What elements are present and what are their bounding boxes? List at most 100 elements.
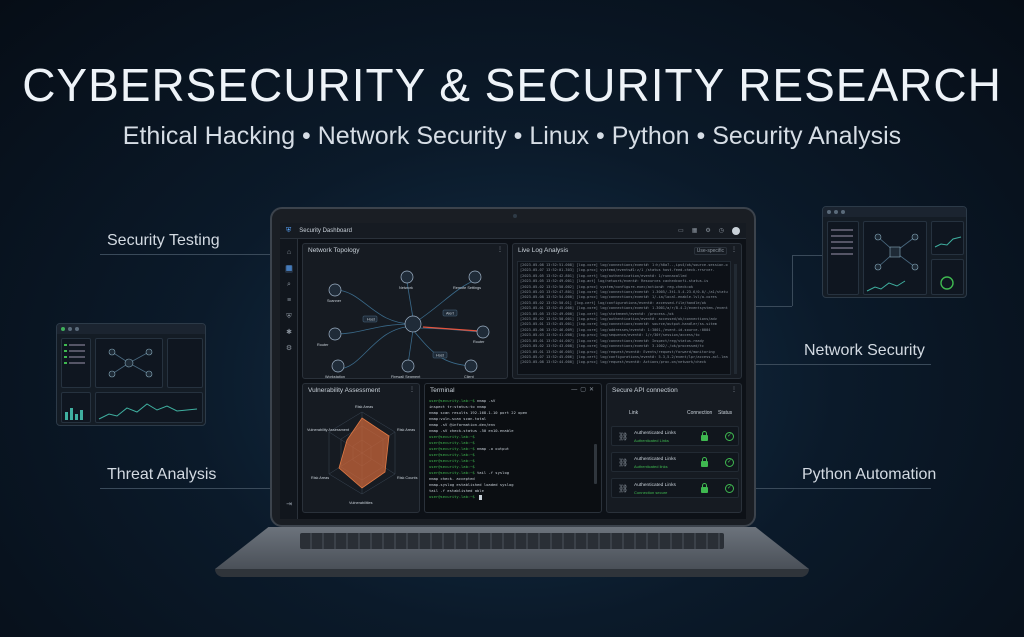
clock-icon[interactable]: ◷ — [718, 228, 724, 234]
scrollbar[interactable] — [594, 444, 597, 484]
mini-network-graphic — [64, 344, 198, 420]
terminal-panel: Terminal —▢✕ user@security-lab:~$ nmap -… — [424, 383, 602, 513]
gear-icon[interactable]: ✱ — [286, 329, 292, 336]
check-icon: ✓ — [725, 484, 734, 493]
node-label: Firewall Segment — [391, 375, 421, 379]
link-status-text: Authenticated links — [634, 464, 668, 469]
log-filter-select[interactable]: Use-specific — [693, 247, 727, 255]
more-icon[interactable]: ⋮ — [731, 247, 737, 253]
settings-icon[interactable]: ⚙ — [705, 228, 711, 234]
terminal-line: tail -f established able — [429, 488, 589, 494]
connector-line — [756, 364, 931, 365]
list-icon[interactable]: ≡ — [286, 297, 292, 304]
log-line: [2023-05-03 13:52:41.008] [log-proc] log… — [520, 333, 700, 338]
terminal-prompt: user@security-lab:~$ — [429, 434, 475, 439]
live-log-panel: Live Log Analysis Use-specific ⋮ [2023-0… — [512, 243, 742, 379]
terminal-prompt: user@security-lab:~$ — [429, 440, 475, 445]
link-icon: ⛓ — [618, 458, 629, 467]
label-network-security: Network Security — [804, 342, 925, 359]
node-label: Remote Settings — [453, 286, 481, 290]
more-icon[interactable]: ⋮ — [497, 247, 503, 253]
node-label: Router — [317, 343, 329, 347]
terminal-command: nmap -sV @information.dev/env — [429, 422, 496, 427]
column-header: Status — [718, 410, 733, 416]
terminal-command: nmap scan results 192.168.1.10 port 22 o… — [429, 410, 528, 415]
terminal-output[interactable]: user@security-lab:~$ nmap -sV inspect tr… — [429, 398, 589, 510]
more-icon[interactable]: ⋮ — [409, 387, 415, 393]
panel-title: Terminal — [430, 387, 455, 394]
log-line: [2023-05-07 13:52:01.303] [log-proc] sys… — [520, 268, 715, 273]
link-name: Authenticated Links — [634, 431, 676, 436]
vulnerability-panel: Vulnerability Assessment ⋮ Risk Areas Ri… — [302, 383, 420, 513]
lock-icon — [701, 457, 708, 467]
connector-line — [756, 306, 792, 307]
scrollbar[interactable] — [734, 264, 737, 374]
terminal-command: tail -f established able — [429, 488, 484, 493]
terminal-command: nmap -sV check-status -50 en10.enable — [429, 428, 514, 433]
app-header: ⛨ Security Dashboard ▭ ▦ ⚙ ◷ — [280, 223, 746, 239]
window-icon[interactable]: ▭ — [678, 228, 684, 234]
terminal-command: nmap-syslog established loaded syslog — [429, 482, 514, 487]
search-icon[interactable]: ⌕ — [287, 281, 291, 288]
keyboard — [300, 533, 724, 549]
laptop-base-edge — [215, 569, 809, 577]
home-icon[interactable]: ⌂ — [286, 249, 292, 256]
panel-title: Live Log Analysis — [518, 247, 569, 254]
grid-icon[interactable]: ▦ — [285, 265, 293, 273]
app-sidebar: ⌂ ▦ ⌕ ≡ ⛨ ✱ ⚙ ⇥ — [280, 239, 298, 519]
table-row[interactable]: ⛓ Authenticated Links Authenticated Link… — [611, 426, 739, 446]
radar-chart: Risk Areas Risk Areas Risk Counts Vulner… — [307, 405, 418, 505]
log-line: [2023-05-02 13:52:50.002] [log-proc] sys… — [520, 284, 694, 289]
terminal-command: nmap check. accepted — [429, 476, 475, 481]
table-row[interactable]: ⛓ Authenticated Links Authenticated link… — [611, 452, 739, 472]
log-line: [2023-05-03 13:52:47.801] [log-core] log… — [520, 290, 728, 295]
log-line: [2023-05-08 13:52:44.000] [log-proc] log… — [520, 360, 707, 365]
terminal-line: user@security-lab:~$ nmap -o output — [429, 446, 589, 452]
node-label: Network — [399, 286, 413, 290]
app-title: Security Dashboard — [299, 227, 352, 234]
check-icon: ✓ — [725, 432, 734, 441]
log-list: [2023-05-08 13:52:51.008] [log-core] log… — [517, 261, 731, 375]
terminal-cursor — [479, 494, 483, 500]
table-row[interactable]: ⛓ Authenticated Links Connection secure … — [611, 478, 739, 498]
link-name: Authenticated Links — [634, 457, 676, 462]
more-icon[interactable]: ⋮ — [731, 387, 737, 393]
log-line: [2023-05-01 13:52:45.008] [log-core] log… — [520, 306, 728, 311]
terminal-line: user@security-lab:~$ tail -f syslog — [429, 470, 589, 476]
radar-axis-label: Risk Areas — [311, 476, 329, 480]
label-threat-analysis: Threat Analysis — [107, 466, 217, 483]
terminal-line: nmap:vuln-scan scan-total — [429, 416, 589, 422]
column-header: Link — [629, 410, 639, 416]
radar-axis-label: Vulnerabilities — [349, 501, 373, 505]
avatar[interactable] — [732, 226, 740, 235]
column-header: Connection — [687, 410, 713, 416]
radar-axis-label: Risk Areas — [355, 405, 373, 409]
network-topology-panel: Network Topology ⋮ — [302, 243, 508, 379]
log-line: [2023-05-07 13:52:45.006] [log-cert] log… — [520, 354, 728, 359]
lock-icon — [701, 431, 708, 441]
terminal-line: inspect tr:status:to nmap — [429, 404, 589, 410]
connector-line — [100, 254, 270, 255]
terminal-line: nmap check. accepted — [429, 476, 589, 482]
terminal-line: user@security-lab:~$ — [429, 458, 589, 464]
link-icon: ⛓ — [618, 484, 629, 493]
settings-icon[interactable]: ⚙ — [285, 345, 293, 352]
link-status-text: Authenticated Links — [634, 438, 669, 443]
terminal-line: user@security-lab:~$ — [429, 434, 589, 440]
panel-title: Network Topology — [308, 247, 360, 254]
terminal-prompt: user@security-lab:~$ — [429, 398, 475, 403]
node-label: Router — [473, 340, 485, 344]
check-icon: ✓ — [725, 458, 734, 467]
shield-icon[interactable]: ⛨ — [286, 313, 292, 320]
laptop-base — [215, 527, 809, 577]
label-security-testing: Security Testing — [107, 232, 220, 249]
terminal-line: nmap -sV @information.dev/env — [429, 422, 589, 428]
grid-icon[interactable]: ▦ — [691, 228, 698, 234]
logout-icon[interactable]: ⇥ — [286, 501, 292, 508]
laptop-screen: ⛨ Security Dashboard ▭ ▦ ⚙ ◷ ⌂ ▦ ⌕ ≡ ⛨ ✱… — [280, 223, 746, 519]
log-line: [2023-05-05 13:52:49.001] [log-act] log/… — [520, 279, 709, 284]
window-controls[interactable]: —▢✕ — [571, 387, 597, 393]
terminal-prompt: user@security-lab:~$ — [429, 452, 475, 457]
terminal-prompt: user@security-lab:~$ — [429, 464, 475, 469]
log-line: [2023-05-08 13:52:54.000] [log-proc] log… — [520, 295, 717, 300]
